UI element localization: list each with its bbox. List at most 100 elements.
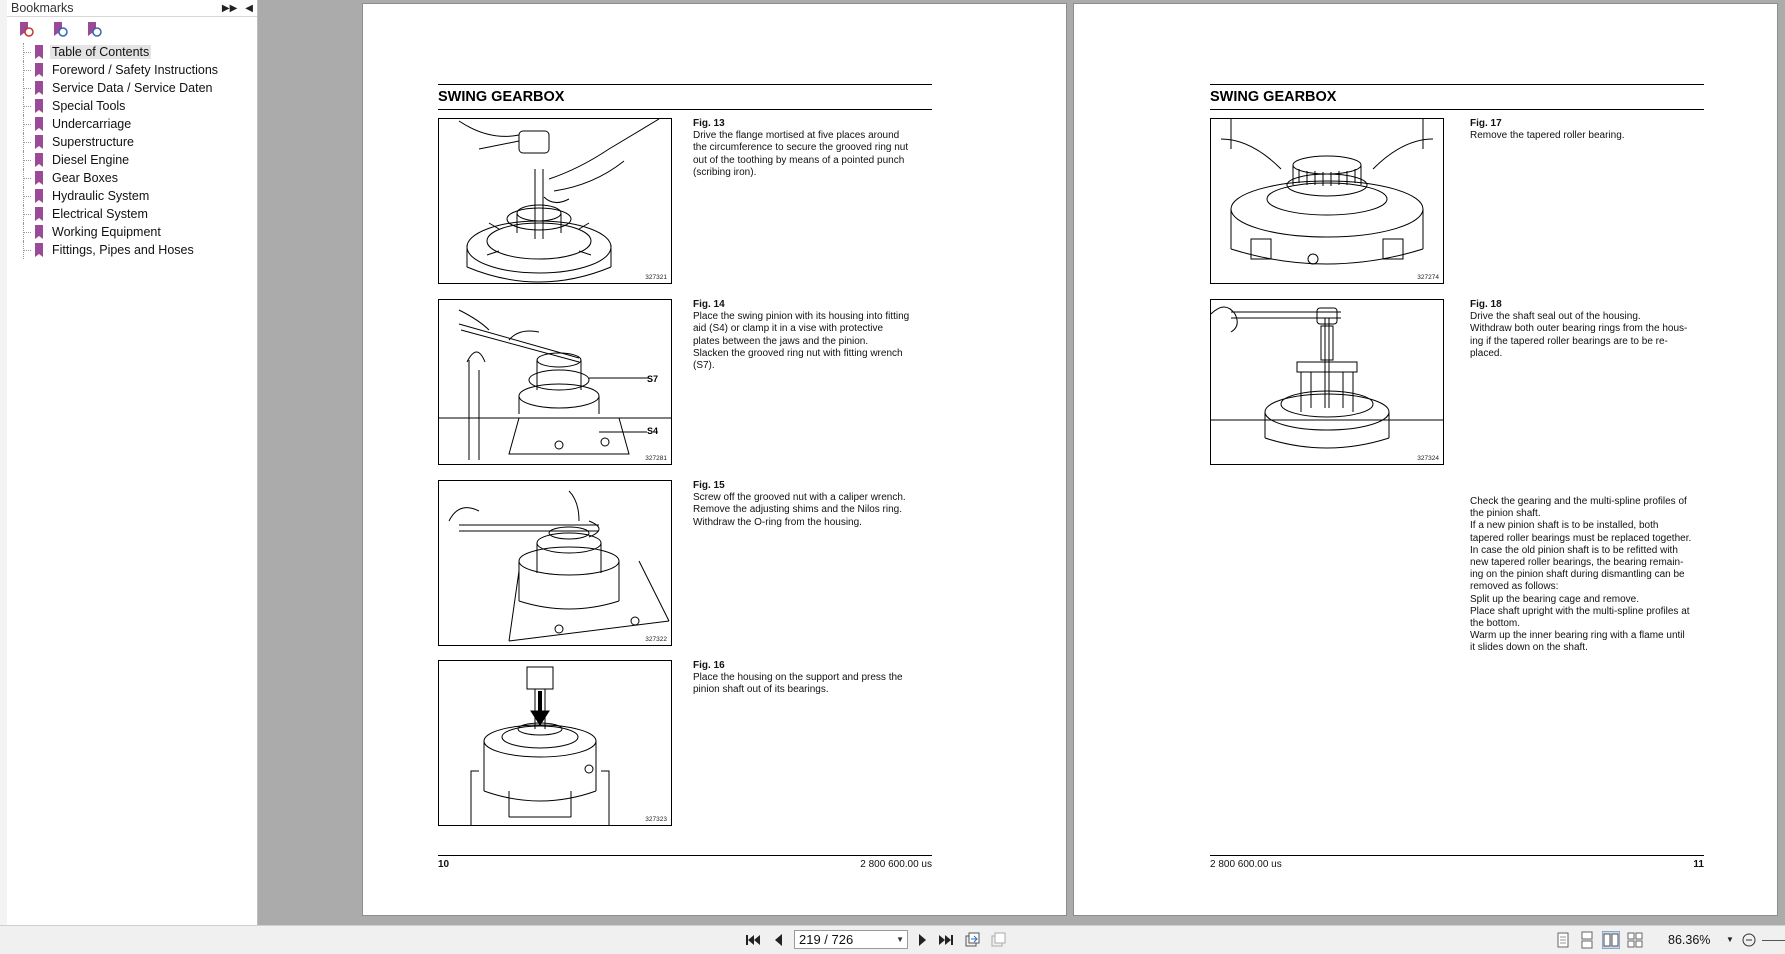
bookmark-label: Diesel Engine: [52, 153, 130, 167]
single-page-icon[interactable]: [1554, 931, 1572, 949]
text-line: (scribing iron).: [693, 166, 757, 178]
text-line: the pinion shaft.: [1470, 508, 1541, 520]
bookmark-flag-icon: [31, 80, 47, 96]
previous-view-icon[interactable]: [963, 931, 981, 949]
bookmarks-toolbar: [7, 17, 257, 43]
page-number-input[interactable]: 219 / 726 ▼: [794, 930, 908, 949]
tree-connector: [17, 241, 31, 259]
figure-image: 327321: [438, 118, 672, 284]
continuous-page-icon[interactable]: [1578, 931, 1596, 949]
figure-text: Fig. 14 Place the swing pinion with its …: [693, 299, 927, 372]
figure-heading: Fig. 14: [693, 299, 725, 310]
text-line: Remove the tapered roller bearing.: [1470, 130, 1625, 142]
bookmark-item[interactable]: Gear Boxes: [17, 169, 257, 187]
bookmark-item[interactable]: Hydraulic System: [17, 187, 257, 205]
figure-text: Fig. 13 Drive the flange mortised at fiv…: [693, 118, 927, 179]
bookmark-label: Working Equipment: [52, 225, 161, 239]
text-line: Check the gearing and the multi-spline p…: [1470, 496, 1687, 507]
zoom-dropdown-icon[interactable]: ▼: [1726, 935, 1734, 944]
bookmarks-header: Bookmarks ▶▶ ◀: [7, 0, 257, 17]
bookmark-label: Table of Contents: [50, 45, 152, 59]
tree-connector: [17, 115, 31, 133]
figure-image: 327274: [1210, 118, 1444, 284]
text-line: the circumference to secure the grooved …: [693, 142, 909, 154]
text-line: Split up the bearing cage and remove.: [1470, 593, 1639, 605]
text-line: ing on the pinion shaft during dismantli…: [1470, 569, 1685, 581]
figure-heading: Fig. 17: [1470, 118, 1502, 129]
bookmark-flag-icon: [31, 44, 47, 60]
bookmark-label: Fittings, Pipes and Hoses: [52, 243, 194, 257]
two-page-icon[interactable]: [1602, 931, 1620, 949]
doc-number: 2 800 600.00 us: [860, 859, 932, 870]
figure-code: 327323: [645, 816, 667, 823]
bookmark-flag-icon: [31, 62, 47, 78]
bookmark-label: Electrical System: [52, 207, 148, 221]
figure-heading: Fig. 18: [1470, 299, 1502, 310]
prev-page-icon[interactable]: [770, 931, 788, 949]
bookmark-item[interactable]: Table of Contents: [17, 43, 257, 61]
figure-heading: Fig. 13: [693, 118, 725, 129]
two-page-continuous-icon[interactable]: [1626, 931, 1644, 949]
text-line: Withdraw the O-ring from the housing.: [693, 516, 862, 528]
collapse-panel-icon[interactable]: ◀: [245, 2, 253, 14]
zoom-level[interactable]: 86.36%: [1668, 933, 1711, 947]
page-indicator: 219 / 726: [799, 932, 854, 947]
chevron-down-icon[interactable]: ▼: [896, 935, 904, 944]
text-line: pinion shaft out of its bearings.: [693, 684, 829, 696]
body-text: Check the gearing and the multi-spline p…: [1470, 496, 1704, 655]
page-number: 10: [438, 859, 450, 870]
figure-code: 327324: [1417, 455, 1439, 462]
bookmark-item[interactable]: Foreword / Safety Instructions: [17, 61, 257, 79]
bookmark-label: Hydraulic System: [52, 189, 150, 203]
tree-connector: [17, 133, 31, 151]
bookmark-item[interactable]: Working Equipment: [17, 223, 257, 241]
figure-text: Fig. 18 Drive the shaft seal out of the …: [1470, 299, 1704, 360]
figure-text: Fig. 16 Place the housing on the support…: [693, 660, 927, 697]
last-page-icon[interactable]: [937, 931, 955, 949]
bookmark-item[interactable]: Fittings, Pipes and Hoses: [17, 241, 257, 259]
bookmark-item[interactable]: Special Tools: [17, 97, 257, 115]
tree-connector: [17, 151, 31, 169]
collapse-bookmark-icon[interactable]: [51, 21, 69, 39]
bookmark-item[interactable]: Electrical System: [17, 205, 257, 223]
bookmark-flag-icon: [31, 224, 47, 240]
tree-connector: [17, 61, 31, 79]
bookmark-label: Service Data / Service Daten: [52, 81, 213, 95]
zoom-out-icon[interactable]: [1740, 931, 1758, 949]
first-page-icon[interactable]: [744, 931, 762, 949]
find-bookmark-icon[interactable]: [85, 21, 103, 39]
bookmark-item[interactable]: Superstructure: [17, 133, 257, 151]
bookmark-label: Gear Boxes: [52, 171, 119, 185]
text-line: Drive the shaft seal out of the housing.: [1470, 311, 1641, 323]
tree-connector: [17, 43, 31, 61]
text-line: placed.: [1470, 347, 1503, 359]
expand-bookmark-icon[interactable]: [17, 21, 35, 39]
next-view-icon[interactable]: [989, 931, 1007, 949]
expand-panel-icon[interactable]: ▶▶: [221, 2, 238, 14]
text-line: tapered roller bearings must be replaced…: [1470, 532, 1692, 544]
text-line: Withdraw both outer bearing rings from t…: [1470, 323, 1688, 335]
bookmark-item[interactable]: Service Data / Service Daten: [17, 79, 257, 97]
text-line: ing if the tapered roller bearings are t…: [1470, 335, 1668, 347]
next-page-icon[interactable]: [913, 931, 931, 949]
bookmark-flag-icon: [31, 170, 47, 186]
text-line: Place the swing pinion with its housing …: [693, 311, 910, 323]
bookmark-item[interactable]: Undercarriage: [17, 115, 257, 133]
text-line: Screw off the grooved nut with a caliper…: [693, 492, 906, 504]
tree-connector: [17, 205, 31, 223]
zoom-slider[interactable]: [1762, 940, 1785, 941]
bookmark-label: Superstructure: [52, 135, 134, 149]
doc-number: 2 800 600.00 us: [1210, 859, 1282, 870]
bookmark-label: Foreword / Safety Instructions: [52, 63, 219, 77]
text-line: removed as follows:: [1470, 581, 1559, 593]
bookmark-item[interactable]: Diesel Engine: [17, 151, 257, 169]
text-line: the bottom.: [1470, 618, 1521, 630]
figure-code: 327281: [645, 455, 667, 462]
page-number: 11: [1693, 859, 1704, 870]
document-page-left: SWING GEARBOX 327321 Fig. 13 Drive the f…: [362, 3, 1067, 916]
figure-image: 327324: [1210, 299, 1444, 465]
panel-splitter[interactable]: [258, 0, 262, 925]
text-line: (S7).: [693, 360, 715, 372]
text-line: In case the old pinion shaft is to be re…: [1470, 544, 1678, 556]
